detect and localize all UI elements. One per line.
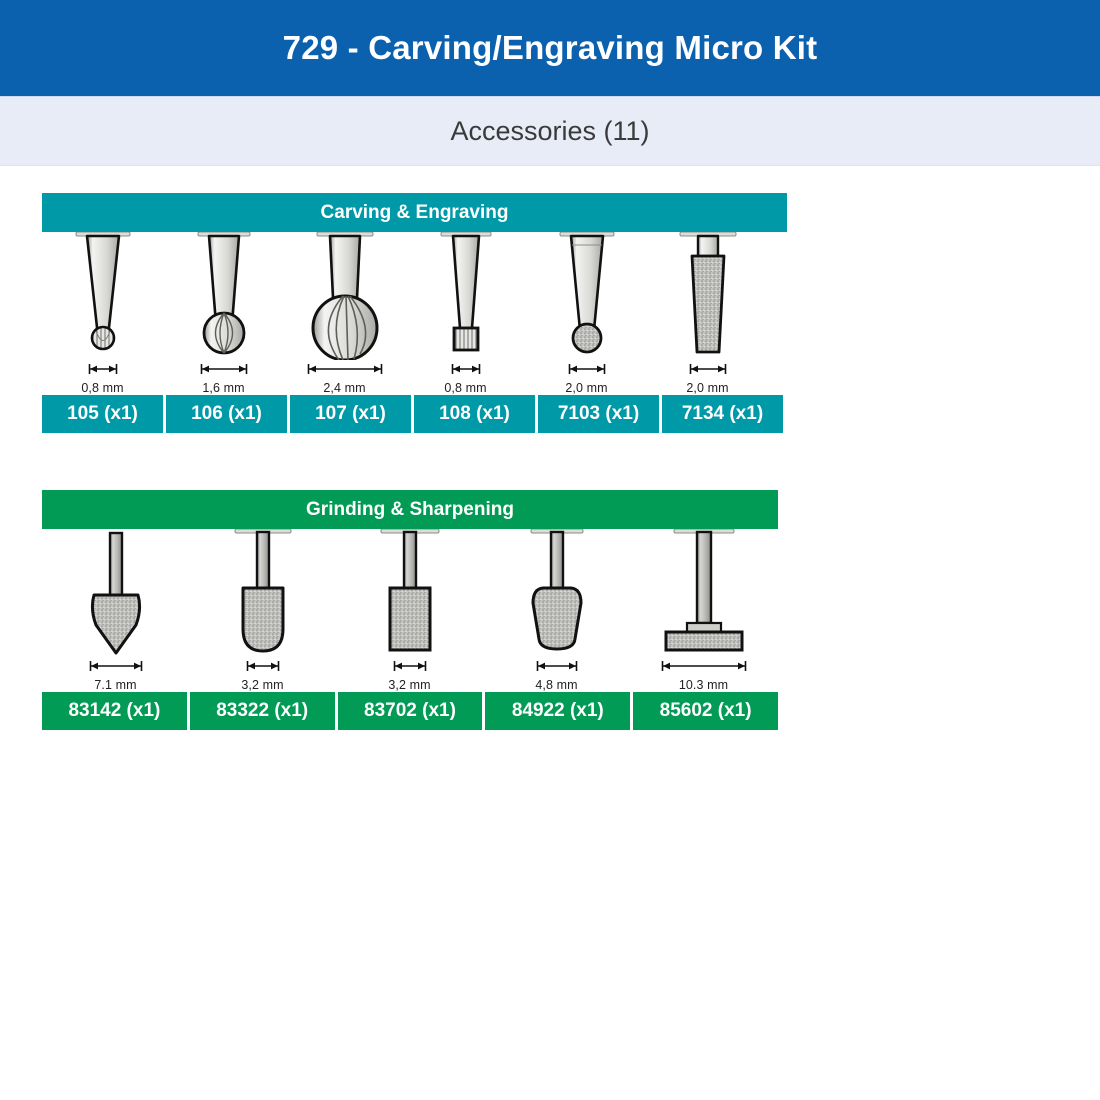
dimension-arrow-icon	[89, 658, 143, 676]
dimension-label: 4,8 mm	[535, 678, 578, 692]
ball-burr-small-icon	[48, 232, 158, 360]
ball-burr-medium-icon	[169, 232, 279, 360]
accessory-code-label: 83322 (x1)	[216, 700, 309, 721]
tool-item: 0,8 mm	[405, 232, 526, 395]
dimension-indicator: 2,4 mm	[307, 361, 383, 395]
group-header-grinding-sharpening: Grinding & Sharpening	[42, 490, 778, 529]
dimension-label: 2,0 mm	[686, 381, 729, 395]
tools-row-grinding-sharpening: 7.1 mm 3,2 mm	[42, 529, 778, 692]
accessory-code-label: 107 (x1)	[315, 403, 386, 424]
tool-item: 7.1 mm	[42, 529, 189, 692]
accessory-code-cell[interactable]: 83322 (x1)	[189, 692, 335, 730]
accessories-count-label: Accessories (11)	[450, 115, 650, 146]
cylinder-cutter-icon	[411, 232, 521, 360]
dimension-arrow-icon	[393, 658, 427, 676]
grinding-stone-cone-icon	[502, 529, 612, 657]
page-title: 729 - Carving/Engraving Micro Kit	[282, 29, 818, 66]
dimension-indicator: 10.3 mm	[661, 658, 747, 692]
diamond-tapered-cylinder-icon	[653, 232, 763, 360]
dimension-arrow-icon	[451, 361, 481, 379]
tools-row-carving-engraving: 0,8 mm	[42, 232, 787, 395]
accessories-count-bar: Accessories (11)	[0, 96, 1100, 166]
accessory-code-cell[interactable]: 7134 (x1)	[662, 395, 783, 433]
codes-row-carving-engraving: 105 (x1) 106 (x1) 107 (x1) 108 (x1) 7103 (x1…	[42, 395, 787, 433]
codes-row-grinding-sharpening: 83142 (x1) 83322 (x1) 83702 (x1) 84922 (x1)…	[42, 692, 778, 730]
dimension-label: 0,8 mm	[444, 381, 487, 395]
accessory-code-cell[interactable]: 84922 (x1)	[485, 692, 631, 730]
dimension-arrow-icon	[689, 361, 727, 379]
tool-item: 3,2 mm	[189, 529, 336, 692]
dimension-indicator: 2,0 mm	[565, 361, 608, 395]
dimension-arrow-icon	[200, 361, 248, 379]
dimension-indicator: 7.1 mm	[89, 658, 143, 692]
grinding-stone-cylinder-icon	[355, 529, 465, 657]
accessory-code-cell[interactable]: 105 (x1)	[42, 395, 163, 433]
dimension-indicator: 0,8 mm	[81, 361, 124, 395]
tool-item: 0,8 mm	[42, 232, 163, 395]
dimension-arrow-icon	[307, 361, 383, 379]
grinding-stone-wheel-icon	[649, 529, 759, 657]
accessory-code-cell[interactable]: 85602 (x1)	[633, 692, 778, 730]
dimension-arrow-icon	[568, 361, 606, 379]
group-title: Carving & Engraving	[320, 201, 509, 223]
accessory-code-label: 83142 (x1)	[68, 700, 161, 721]
dimension-label: 0,8 mm	[81, 381, 124, 395]
accessory-code-cell[interactable]: 107 (x1)	[290, 395, 411, 433]
dimension-indicator: 3,2 mm	[241, 658, 284, 692]
accessory-code-label: 7103 (x1)	[557, 403, 640, 424]
dimension-label: 7.1 mm	[94, 678, 137, 692]
tool-item: 10.3 mm	[630, 529, 777, 692]
tool-item: 3,2 mm	[336, 529, 483, 692]
accessory-code-label: 105 (x1)	[67, 403, 138, 424]
dimension-arrow-icon	[246, 658, 280, 676]
dimension-label: 3,2 mm	[388, 678, 431, 692]
group-title: Grinding & Sharpening	[306, 498, 514, 520]
tool-item: 2,0 mm	[526, 232, 647, 395]
dimension-indicator: 0,8 mm	[444, 361, 487, 395]
accessory-code-cell[interactable]: 106 (x1)	[166, 395, 287, 433]
dimension-label: 10.3 mm	[678, 678, 729, 692]
accessory-code-label: 85602 (x1)	[659, 700, 752, 721]
accessory-code-label: 106 (x1)	[191, 403, 262, 424]
tool-item: 1,6 mm	[163, 232, 284, 395]
group-carving-engraving: Carving & Engraving	[42, 193, 787, 433]
dimension-indicator: 3,2 mm	[388, 658, 431, 692]
dimension-label: 2,4 mm	[323, 381, 366, 395]
accessory-code-label: 84922 (x1)	[511, 700, 604, 721]
tool-item: 4,8 mm	[483, 529, 630, 692]
dimension-label: 1,6 mm	[202, 381, 245, 395]
grinding-stone-round-nose-icon	[208, 529, 318, 657]
accessory-code-cell[interactable]: 108 (x1)	[414, 395, 535, 433]
accessory-code-label: 7134 (x1)	[681, 403, 764, 424]
dimension-arrow-icon	[536, 658, 578, 676]
dimension-arrow-icon	[661, 658, 747, 676]
dimension-arrow-icon	[88, 361, 118, 379]
accessory-code-label: 83702 (x1)	[364, 700, 456, 721]
dimension-indicator: 1,6 mm	[200, 361, 248, 395]
tool-item: 2,4 mm	[284, 232, 405, 395]
accessory-code-label: 108 (x1)	[439, 403, 510, 424]
accessory-code-cell[interactable]: 83702 (x1)	[337, 692, 483, 730]
dimension-label: 2,0 mm	[565, 381, 608, 395]
ball-burr-large-icon	[290, 232, 400, 360]
group-grinding-sharpening: Grinding & Sharpening	[42, 490, 778, 730]
dimension-indicator: 4,8 mm	[535, 658, 578, 692]
accessory-code-cell[interactable]: 7103 (x1)	[538, 395, 659, 433]
tool-item: 2,0 mm	[647, 232, 768, 395]
diamond-ball-point-icon	[532, 232, 642, 360]
dimension-indicator: 2,0 mm	[686, 361, 729, 395]
page-title-bar: 729 - Carving/Engraving Micro Kit	[0, 0, 1100, 96]
accessory-code-cell[interactable]: 83142 (x1)	[42, 692, 187, 730]
grinding-stone-tree-point-icon	[61, 529, 171, 657]
group-header-carving-engraving: Carving & Engraving	[42, 193, 787, 232]
dimension-label: 3,2 mm	[241, 678, 284, 692]
